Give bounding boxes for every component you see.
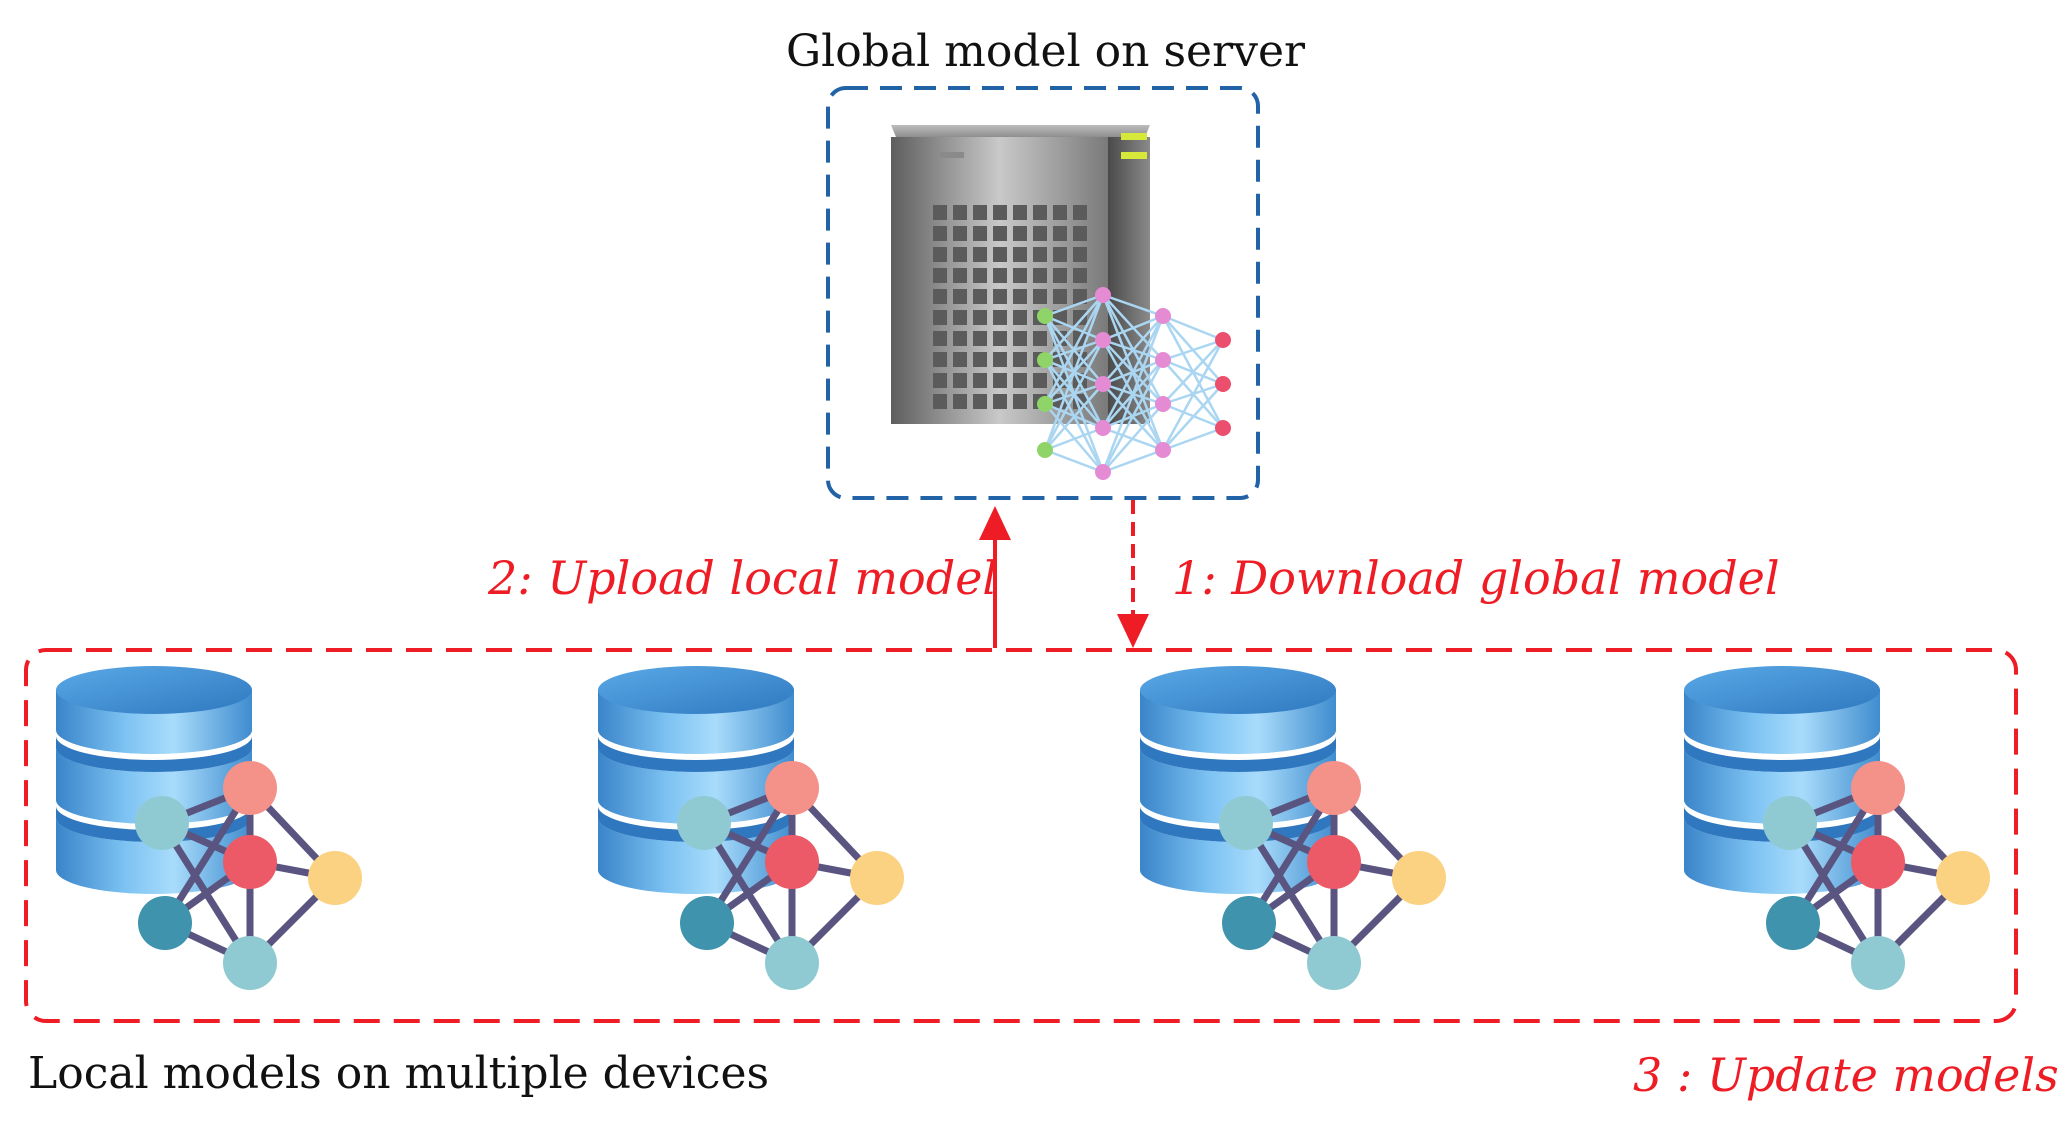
- device-models: [56, 666, 1990, 990]
- network-graph-icon: [677, 761, 904, 990]
- database-icon: [1684, 666, 1880, 894]
- database-icon: [56, 666, 252, 894]
- database-icon: [598, 666, 794, 894]
- database-icon: [1140, 666, 1336, 894]
- devices-frame: [24, 648, 2018, 1023]
- server-icon: [891, 125, 1150, 424]
- neural-network-icon: [1037, 287, 1231, 480]
- server-frame: [826, 86, 1260, 500]
- device-model-2: [598, 666, 904, 990]
- device-model-4: [1684, 666, 1990, 990]
- devices-caption: Local models on multiple devices: [28, 1048, 770, 1099]
- upload-arrow-head: [979, 506, 1011, 540]
- device-model-3: [1140, 666, 1446, 990]
- device-model-1: [56, 666, 362, 990]
- download-step-label: 1: Download global model: [1172, 551, 1780, 605]
- network-graph-icon: [135, 761, 362, 990]
- upload-step-label: 2: Upload local model: [488, 551, 998, 605]
- server-title: Global model on server: [786, 26, 1306, 77]
- network-graph-icon: [1219, 761, 1446, 990]
- network-graph-icon: [1763, 761, 1990, 990]
- update-step-label: 3 : Update models: [1633, 1048, 2059, 1102]
- download-arrow-head: [1117, 614, 1149, 648]
